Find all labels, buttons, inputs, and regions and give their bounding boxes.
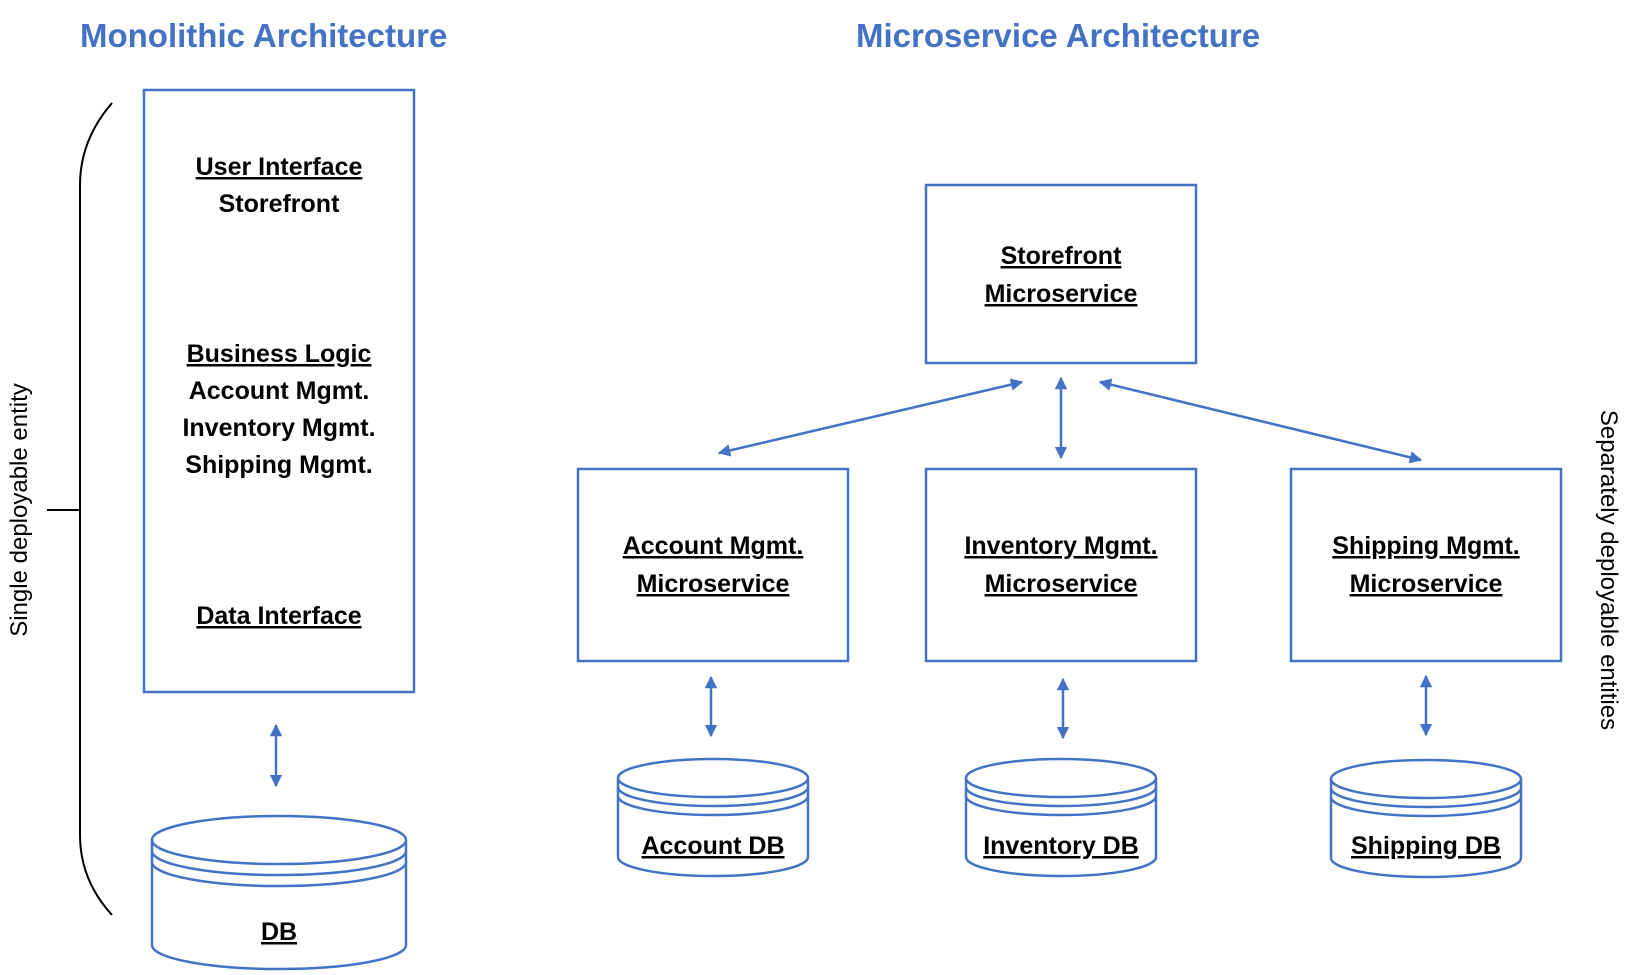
storefront-account-arrow <box>717 378 1024 457</box>
microservice-title: Microservice Architecture <box>856 17 1260 54</box>
monolith-db-label: DB <box>261 918 297 946</box>
inventory-microservice-box <box>924 467 1198 663</box>
shipping-line1: Shipping Mgmt. <box>1332 532 1519 560</box>
shipping-db-cylinder <box>1329 758 1523 879</box>
logic-item: Account Mgmt. <box>189 377 370 405</box>
logic-item: Shipping Mgmt. <box>185 451 372 479</box>
separately-deployable-label: Separately deployable entities <box>1595 410 1622 730</box>
inventory-line1: Inventory Mgmt. <box>964 532 1157 560</box>
deployable-bracket <box>79 102 113 916</box>
ui-heading: User Interface <box>196 153 363 181</box>
single-deployable-label: Single deployable entity <box>6 383 33 637</box>
logic-heading: Business Logic <box>187 340 372 368</box>
account-line1: Account Mgmt. <box>623 532 804 560</box>
account-microservice-box <box>576 467 850 663</box>
account-line2: Microservice <box>637 570 790 598</box>
ui-item: Storefront <box>219 190 341 218</box>
inventory-db-cylinder <box>964 757 1158 878</box>
monolith-db-cylinder <box>150 814 408 971</box>
storefront-microservice-box <box>924 183 1198 365</box>
data-heading: Data Interface <box>196 602 361 630</box>
monolith-title: Monolithic Architecture <box>80 17 447 54</box>
inventory-db-label: Inventory DB <box>983 832 1139 860</box>
account-db-label: Account DB <box>641 832 784 860</box>
storefront-shipping-arrow <box>1098 378 1423 464</box>
monolith-box <box>142 88 416 694</box>
shipping-line2: Microservice <box>1350 570 1503 598</box>
logic-item: Inventory Mgmt. <box>182 414 375 442</box>
account-db-cylinder <box>616 757 810 878</box>
inventory-line2: Microservice <box>985 570 1138 598</box>
storefront-line1: Storefront <box>1001 242 1123 270</box>
storefront-line2: Microservice <box>985 280 1138 308</box>
shipping-db-label: Shipping DB <box>1351 832 1501 860</box>
shipping-microservice-box <box>1289 467 1563 663</box>
